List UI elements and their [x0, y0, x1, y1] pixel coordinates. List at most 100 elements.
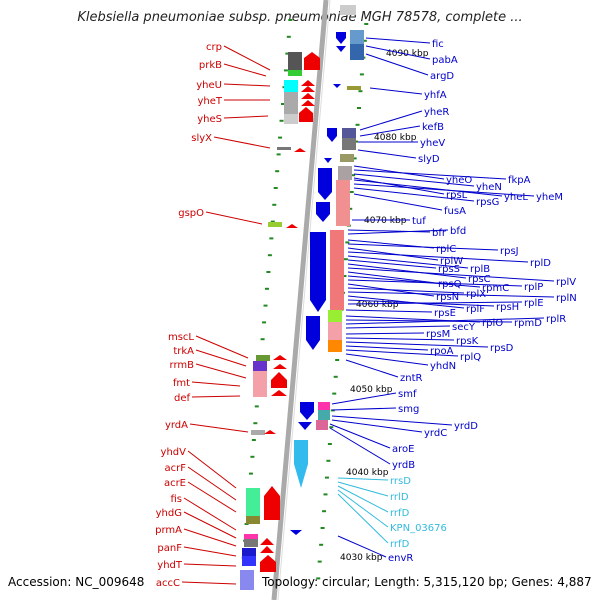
scale-label: 4030 kbp — [340, 553, 383, 563]
feature-block — [330, 230, 344, 310]
reverse-arrow — [290, 530, 302, 535]
leader-line — [347, 301, 523, 305]
leader-line — [195, 349, 247, 367]
forward-arrow — [260, 555, 276, 572]
gene-label-rplD: rplD — [530, 258, 551, 269]
gene-label-mscL: mscL — [168, 332, 194, 343]
gene-label-rplE: rplE — [524, 298, 544, 309]
gene-label-pabA: pabA — [432, 55, 458, 66]
gene-label-accC: accC — [156, 578, 180, 589]
gene-label-fusA: fusA — [444, 206, 466, 217]
reverse-arrow — [324, 158, 332, 163]
gene-label-prkB: prkB — [199, 60, 222, 71]
gene-label-yheV: yheV — [420, 138, 445, 149]
gene-label-rplF: rplF — [466, 304, 485, 315]
gene-label-rrmB: rrmB — [170, 360, 195, 371]
rna-label-rrsD: rrsD — [390, 476, 411, 487]
reverse-arrow — [318, 168, 332, 200]
leader-line — [183, 528, 237, 547]
gene-label-tuf: tuf — [412, 216, 426, 227]
leader-line — [187, 466, 237, 501]
forward-arrow — [299, 107, 313, 122]
gene-label-yhdT: yhdT — [157, 560, 183, 571]
leader-line — [183, 546, 237, 557]
genome-summary-text: Topology: circular; Length: 5,315,120 bp… — [262, 575, 592, 589]
feature-block — [347, 86, 361, 90]
leader-line — [347, 291, 555, 298]
leader-line — [205, 211, 263, 225]
gene-label-yheN: yheN — [476, 182, 502, 193]
gene-label-aroE: aroE — [392, 444, 414, 455]
leader-line — [195, 335, 249, 359]
gene-label-yrdA: yrdA — [165, 420, 188, 431]
gene-label-yhdG: yhdG — [156, 508, 182, 519]
leader-line — [347, 263, 467, 279]
leader-line — [331, 392, 397, 405]
leader-line — [353, 177, 445, 195]
leader-line — [347, 287, 465, 294]
reverse-arrow — [298, 422, 312, 430]
gene-label-bfd: bfd — [450, 226, 466, 237]
gene-label-rplV: rplV — [556, 277, 576, 288]
leader-line — [353, 179, 503, 197]
leader-line — [187, 450, 237, 489]
feature-block — [338, 166, 352, 180]
forward-gene-labels[interactable]: crpprkByheUyheTyheSslyXgspOmscLtrkArrmBf… — [155, 42, 271, 589]
feature-block — [342, 128, 356, 138]
feature-block — [284, 92, 298, 114]
leader-line — [365, 53, 429, 76]
forward-arrow — [294, 148, 306, 152]
feature-block — [246, 516, 260, 524]
gene-label-crp: crp — [206, 42, 222, 53]
gene-label-rplP: rplP — [524, 282, 543, 293]
forward-arrow — [301, 93, 315, 106]
gene-label-rpsD: rpsD — [490, 343, 514, 354]
leader-line — [359, 110, 423, 131]
scale-label: 4070 kbp — [364, 216, 407, 226]
leader-line — [329, 423, 391, 449]
leader-line — [347, 275, 481, 288]
reverse-arrow — [316, 202, 330, 222]
feature-block — [350, 44, 364, 60]
leader-line — [345, 332, 425, 335]
feature-block — [253, 361, 267, 371]
gene-label-def: def — [174, 393, 191, 404]
leader-line — [345, 325, 451, 329]
feature-block — [242, 548, 256, 556]
gene-label-yheL: yheL — [504, 192, 528, 203]
forward-arrow — [260, 538, 274, 553]
leader-line — [337, 535, 387, 558]
feature-block — [318, 402, 330, 410]
gene-label-yhdN: yhdN — [430, 361, 456, 372]
gene-label-smf: smf — [398, 389, 417, 400]
feature-block — [340, 154, 354, 162]
feature-block — [242, 556, 256, 566]
gene-label-yhfA: yhfA — [424, 90, 447, 101]
leader-line — [191, 395, 241, 398]
leader-line — [331, 419, 423, 433]
scale-label: 4050 kbp — [350, 385, 393, 395]
feature-block — [350, 30, 364, 44]
gene-label-rpmD: rpmD — [514, 318, 542, 329]
leader-line — [189, 423, 249, 433]
leader-line — [347, 271, 437, 284]
leader-line — [191, 381, 241, 387]
leader-line — [357, 149, 417, 159]
leader-line — [353, 193, 443, 211]
feature-block — [284, 80, 298, 92]
feature-block — [240, 570, 254, 590]
leader-line — [223, 83, 271, 87]
rna-label-KPN_03676: KPN_03676 — [390, 523, 447, 534]
leader-line — [347, 279, 523, 287]
reverse-arrow — [336, 46, 346, 52]
feature-block — [256, 355, 270, 361]
gene-label-rplW: rplW — [440, 256, 463, 267]
forward-feature-column — [240, 52, 320, 590]
leader-line — [223, 45, 271, 71]
leader-line — [337, 485, 389, 513]
leader-line — [353, 169, 507, 180]
scale-label: 4080 kbp — [374, 133, 417, 143]
